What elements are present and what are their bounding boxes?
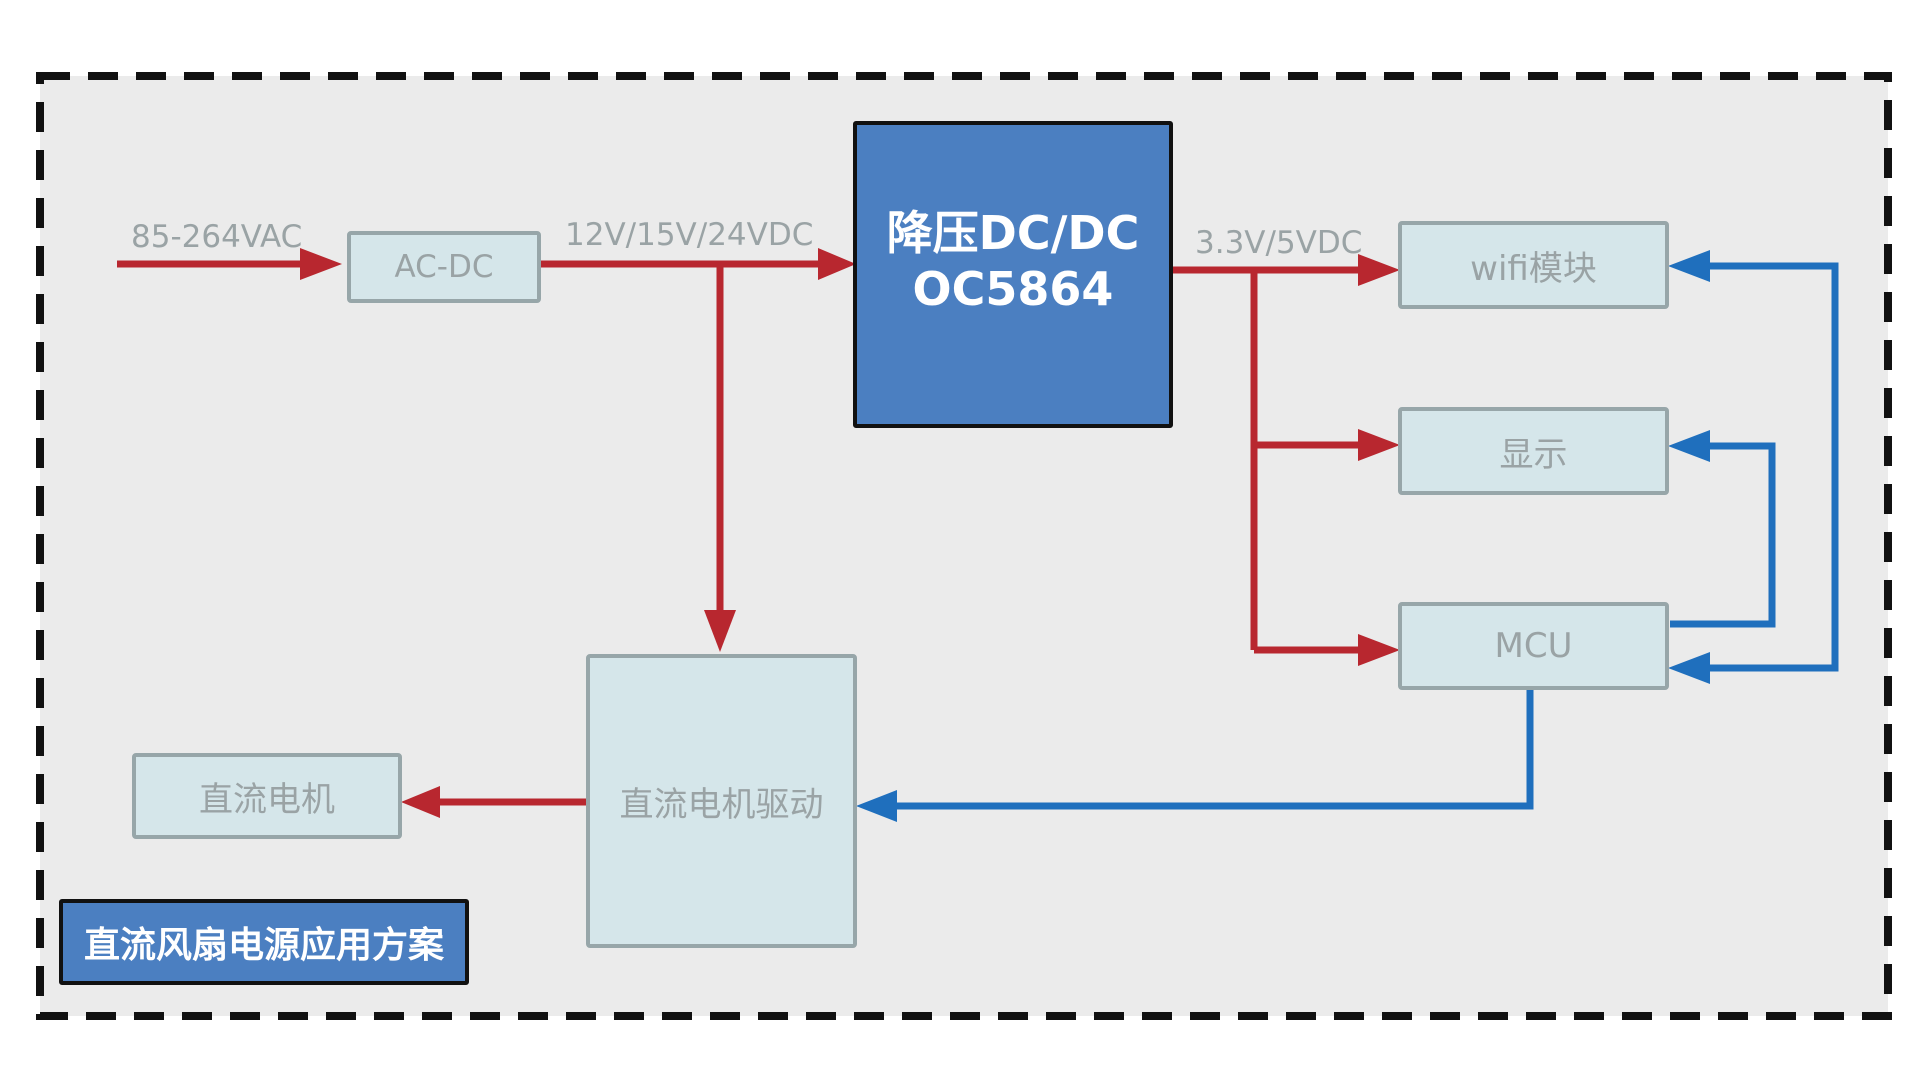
diagram-title-badge: 直流风扇电源应用方案 xyxy=(59,899,469,985)
arrow-to-driver-signal xyxy=(856,790,897,822)
power-arrowheads xyxy=(300,248,1400,818)
mcu-driver-line xyxy=(893,690,1534,810)
wifi-module-block: wifi模块 xyxy=(1398,221,1669,309)
mcu-label: MCU xyxy=(1494,626,1573,666)
mcu-block: MCU xyxy=(1398,602,1669,690)
mcu-display-line xyxy=(1670,442,1776,628)
arrow-to-motor-driver xyxy=(704,610,736,652)
diagram-title: 直流风扇电源应用方案 xyxy=(83,925,444,966)
dcdc-converter-block: 降压DC/DC OC5864 xyxy=(853,121,1173,428)
arrow-to-display-signal xyxy=(1668,430,1710,462)
signal-arrowheads xyxy=(856,250,1710,822)
dc-bus-label: 12V/15V/24VDC xyxy=(565,217,814,253)
arrow-to-dcdc xyxy=(818,248,856,280)
dcdc-label-line1: 降压DC/DC xyxy=(886,205,1140,260)
ac-dc-block: AC-DC xyxy=(347,231,541,303)
motor-label: 直流电机 xyxy=(199,779,335,820)
low-voltage-label: 3.3V/5VDC xyxy=(1195,225,1363,261)
arrow-to-wifi-signal xyxy=(1668,250,1710,282)
arrow-to-display xyxy=(1358,429,1400,461)
display-block: 显示 xyxy=(1398,407,1669,495)
arrow-to-wifi xyxy=(1358,254,1400,286)
wifi-module-label: wifi模块 xyxy=(1470,248,1597,289)
power-lines xyxy=(117,260,1360,806)
dcdc-label-line2: OC5864 xyxy=(912,261,1114,316)
ac-dc-label: AC-DC xyxy=(394,249,494,285)
signal-lines xyxy=(893,262,1839,810)
arrow-to-mcu-signal xyxy=(1668,652,1710,684)
motor-block: 直流电机 xyxy=(132,753,402,839)
ac-input-label: 85-264VAC xyxy=(131,219,303,255)
motor-driver-block: 直流电机驱动 xyxy=(586,654,857,948)
arrow-to-mcu xyxy=(1358,634,1400,666)
arrow-to-motor xyxy=(401,786,440,818)
arrow-to-acdc xyxy=(300,248,342,280)
display-label: 显示 xyxy=(1499,434,1568,475)
mcu-wifi-line xyxy=(1707,262,1839,672)
motor-driver-label: 直流电机驱动 xyxy=(619,784,824,825)
